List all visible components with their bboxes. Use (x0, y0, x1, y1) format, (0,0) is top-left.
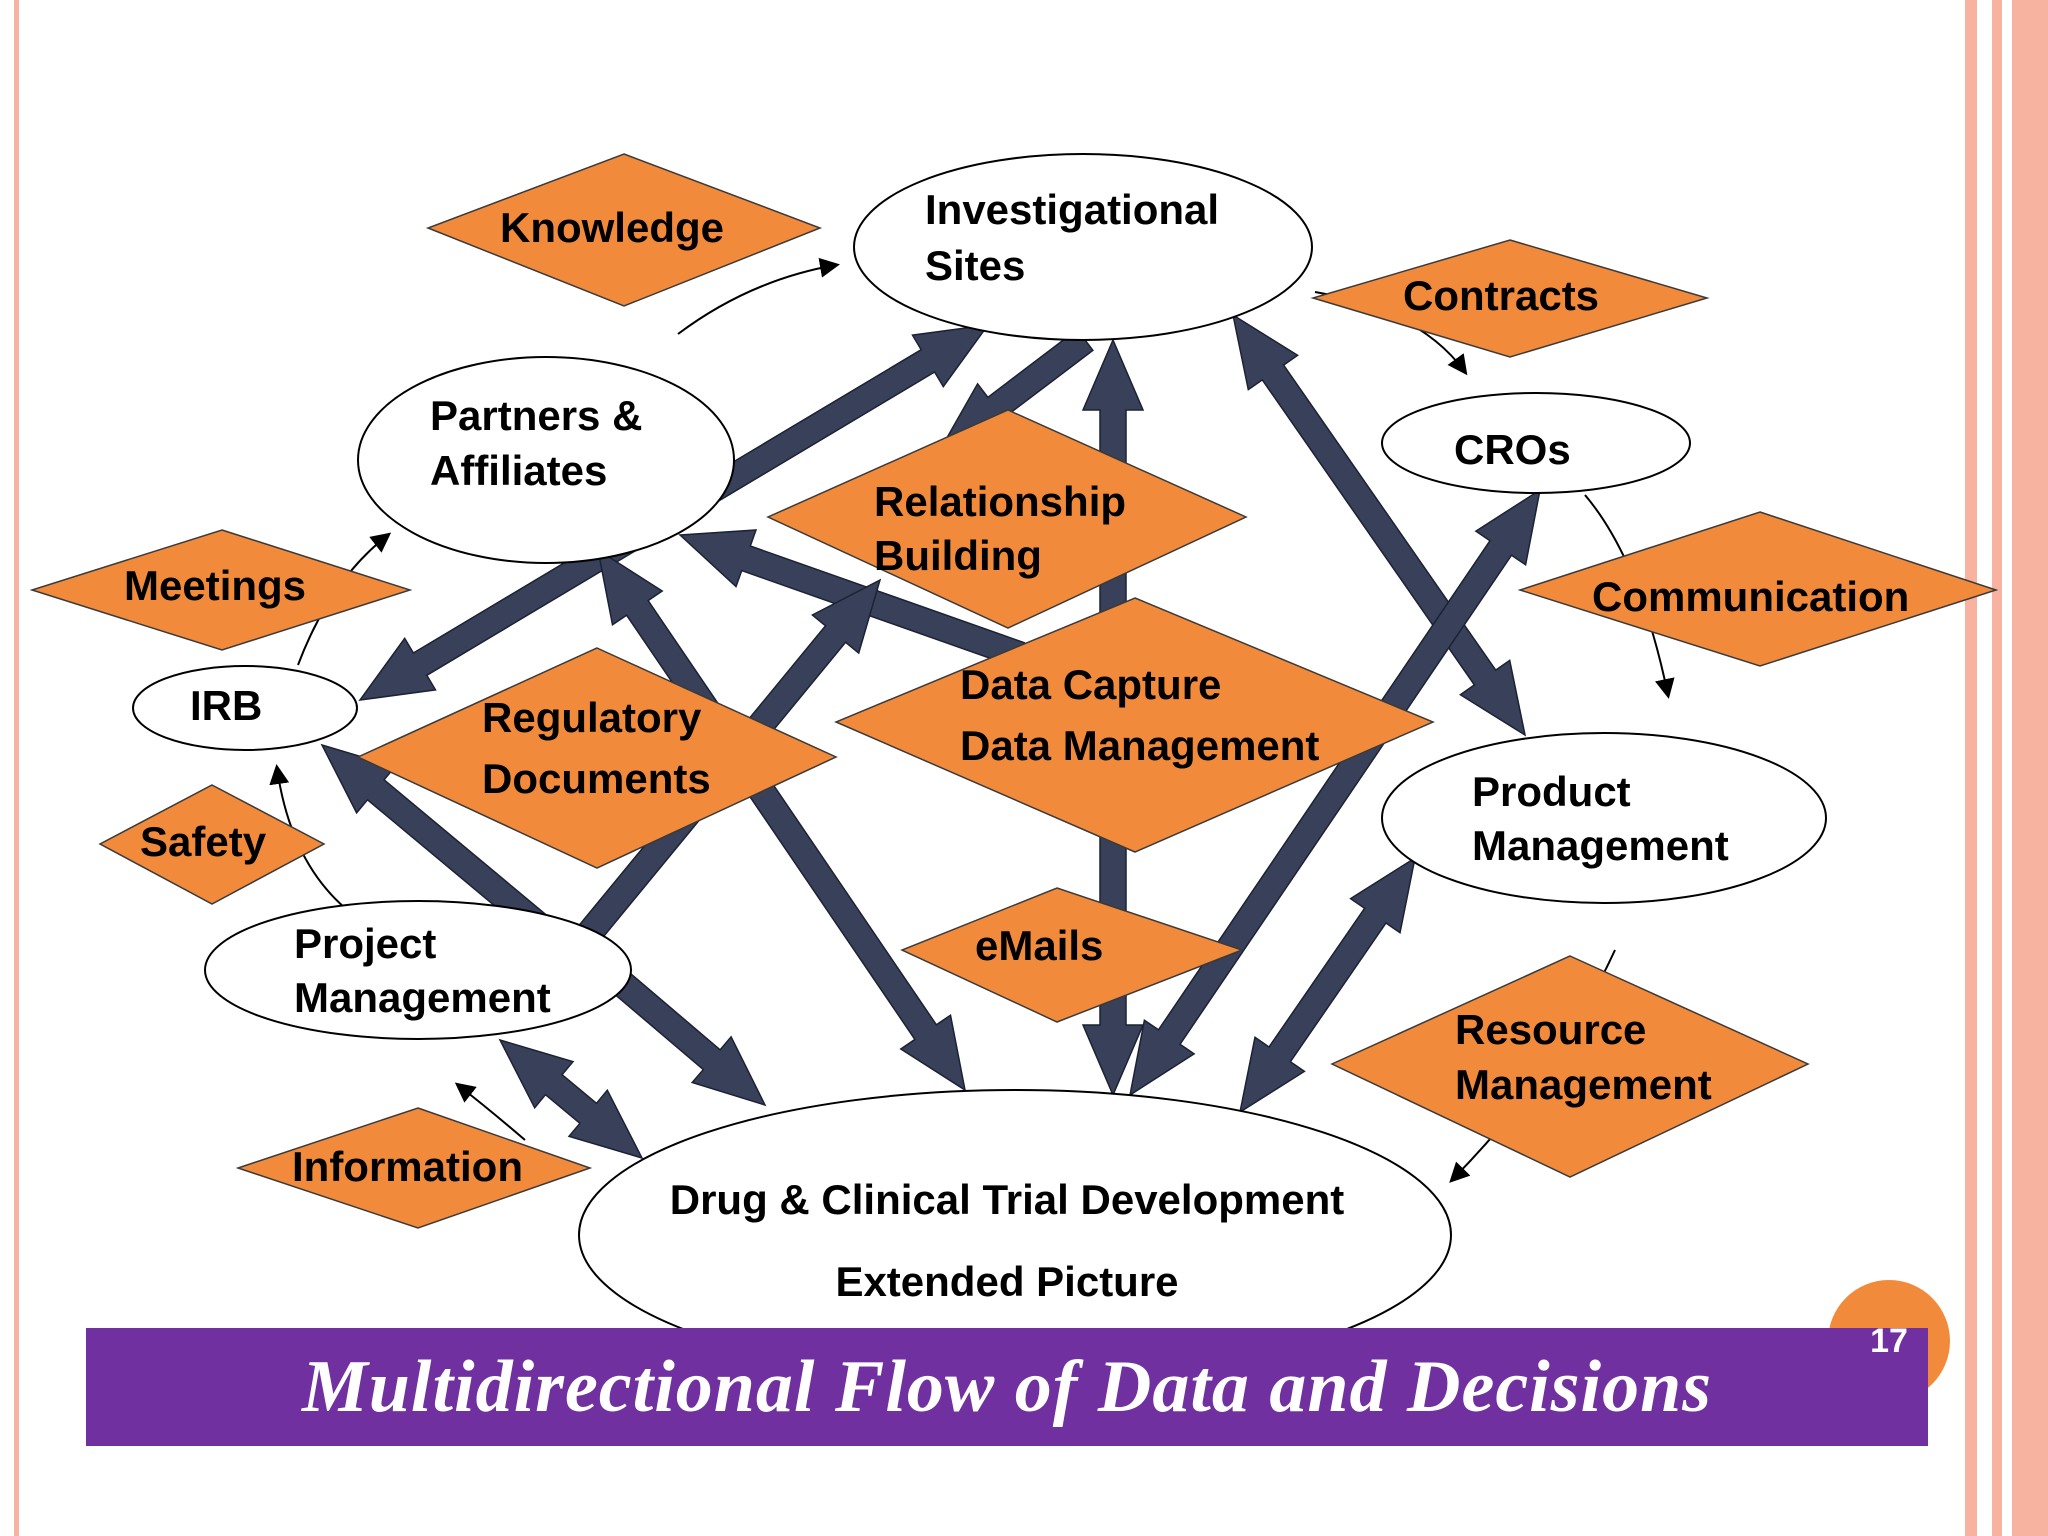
thick-arrow-project-development-lower (498, 1038, 644, 1160)
diamond-resource-management (1330, 955, 1810, 1178)
nodes (132, 153, 1827, 1381)
drug-development-line2: Extended Picture (835, 1258, 1178, 1305)
diamond-information (235, 1107, 593, 1229)
thin-arrow-to-project-mgmt (454, 1082, 526, 1141)
diamond-meetings (29, 529, 413, 651)
frame-line-right-inner (1965, 0, 1977, 1536)
node-investigational-sites (853, 153, 1313, 341)
safety-label: Safety (140, 818, 267, 865)
diamond-relationship-building (766, 409, 1248, 629)
page-number: 17 (1870, 1322, 1908, 1360)
contracts-label: Contracts (1403, 272, 1599, 319)
emails-label: eMails (975, 922, 1103, 969)
communication-label: Communication (1592, 573, 1909, 620)
project-management-line2: Management (294, 974, 551, 1021)
node-product-management (1381, 732, 1827, 904)
information-label: Information (292, 1143, 523, 1190)
data-capture-line1: Data Capture (960, 661, 1221, 708)
node-partners-affiliates (357, 356, 735, 564)
diamond-emails (900, 887, 1245, 1023)
project-management-line1: Project (294, 920, 436, 967)
partners-affiliates-line1: Partners & (430, 392, 642, 439)
node-irb (132, 665, 358, 751)
cros-label: CROs (1454, 426, 1571, 473)
node-project-management (204, 900, 632, 1040)
resource-management-line1: Resource (1455, 1006, 1646, 1053)
regulatory-documents-line1: Regulatory (482, 694, 702, 741)
diamond-regulatory-documents (356, 647, 838, 869)
drug-development-line1: Drug & Clinical Trial Development (670, 1176, 1344, 1223)
node-cros (1381, 392, 1691, 494)
diamond-contracts (1310, 239, 1710, 358)
diamond-communication (1517, 511, 1999, 667)
investigational-sites-line1: Investigational (925, 186, 1219, 233)
thick-arrow-project-development (608, 969, 767, 1107)
diamonds (29, 153, 1999, 1229)
node-labels: Investigational Sites Partners & Affilia… (190, 186, 1729, 1305)
diamond-knowledge (425, 153, 823, 307)
product-management-line2: Management (1472, 822, 1729, 869)
irb-label: IRB (190, 682, 262, 729)
relationship-building-line1: Relationship (874, 478, 1126, 525)
investigational-sites-line2: Sites (925, 242, 1025, 289)
regulatory-documents-line2: Documents (482, 755, 711, 802)
knowledge-label: Knowledge (500, 204, 724, 251)
relationship-building-line2: Building (874, 532, 1042, 579)
diamond-data-capture (834, 597, 1435, 853)
slide-title: Multidirectional Flow of Data and Decisi… (301, 1345, 1713, 1428)
frame-line-left (14, 0, 19, 1536)
diamond-labels: Knowledge Contracts Meetings Relationshi… (124, 204, 1909, 1190)
product-management-line1: Product (1472, 768, 1631, 815)
title-bar (86, 1328, 1928, 1446)
partners-affiliates-line2: Affiliates (430, 447, 607, 494)
thin-arrow-to-sites (677, 257, 840, 335)
data-capture-line2: Data Management (960, 722, 1319, 769)
resource-management-line2: Management (1455, 1061, 1712, 1108)
frame-band-right (2012, 0, 2048, 1536)
diamond-safety (98, 784, 326, 905)
meetings-label: Meetings (124, 562, 306, 609)
frame-line-right-mid (1992, 0, 2002, 1536)
